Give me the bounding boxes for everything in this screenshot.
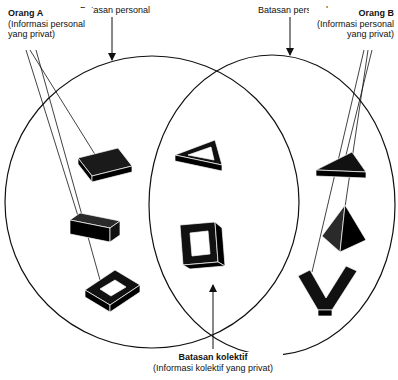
- callout-heading: Batasan kolektif: [143, 352, 283, 362]
- personal-boundary-b: [149, 55, 395, 355]
- pointer-arrow: [112, 17, 113, 60]
- pointer-arrow: [290, 17, 291, 55]
- callout-text: (Informasi kolektif yang privat): [133, 363, 293, 373]
- pointer-arrow: [213, 285, 214, 349]
- callout-heading: Orang B: [309, 8, 394, 18]
- leader-lines: [26, 50, 372, 280]
- info-blocks: [70, 140, 366, 316]
- personal-boundary-a: [5, 56, 299, 348]
- callout-heading: Orang A: [8, 8, 93, 18]
- callout-text: (Informasi personal yang privat): [309, 19, 394, 39]
- callout-text: (Informasi personal yang privat): [8, 19, 93, 39]
